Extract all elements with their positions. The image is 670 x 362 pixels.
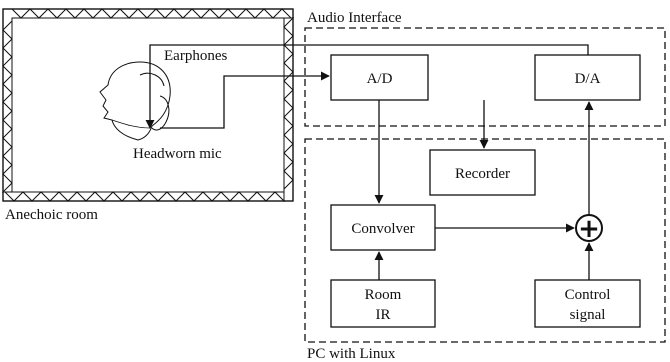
room-ir-block: Room IR bbox=[331, 280, 435, 327]
audio-interface-label: Audio Interface bbox=[307, 10, 402, 26]
anechoic-room-inner bbox=[12, 18, 284, 192]
control-signal-label-line1: Control bbox=[565, 287, 611, 303]
summing-plus-symbol: + bbox=[578, 214, 600, 244]
room-ir-label-line1: Room bbox=[365, 287, 402, 303]
da-converter-label: D/A bbox=[575, 71, 601, 87]
convolver-block: Convolver bbox=[331, 205, 435, 250]
recorder-label: Recorder bbox=[455, 166, 510, 182]
head-icon bbox=[100, 62, 170, 140]
convolver-label: Convolver bbox=[351, 221, 414, 237]
da-converter-block: D/A bbox=[535, 55, 640, 100]
summing-junction: + bbox=[576, 214, 602, 244]
ad-converter-block: A/D bbox=[331, 55, 428, 100]
headworn-mic-label: Headworn mic bbox=[133, 146, 222, 162]
room-ir-label-line2: IR bbox=[376, 307, 391, 323]
anechoic-room-label: Anechoic room bbox=[5, 207, 98, 223]
pc-label: PC with Linux bbox=[307, 346, 396, 362]
mic-wire bbox=[160, 76, 329, 128]
anechoic-room-frame bbox=[3, 9, 293, 201]
ad-converter-label: A/D bbox=[367, 71, 393, 87]
control-signal-block: Control signal bbox=[535, 280, 640, 327]
recorder-block: Recorder bbox=[430, 150, 535, 195]
anechoic-wedges bbox=[3, 9, 293, 201]
anechoic-room bbox=[3, 9, 293, 201]
earphones-label: Earphones bbox=[164, 48, 227, 64]
control-signal-label-line2: signal bbox=[570, 307, 606, 323]
